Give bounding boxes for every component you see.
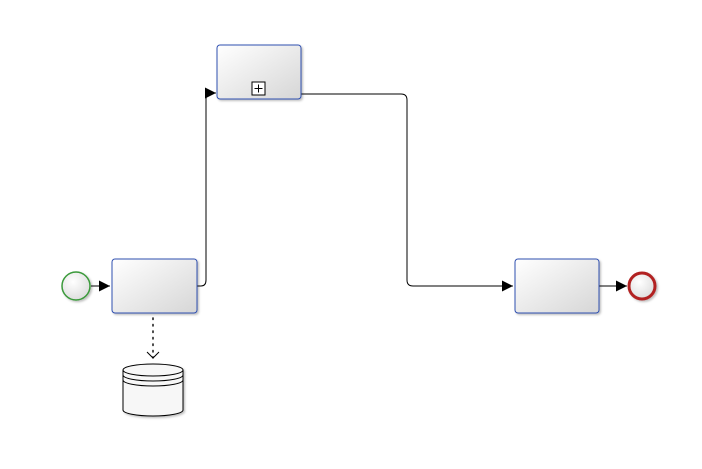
task-2[interactable]	[514, 258, 600, 314]
flow-task1-to-subprocess[interactable]	[197, 87, 216, 287]
end-event[interactable]	[627, 271, 657, 301]
start-event[interactable]	[61, 271, 91, 301]
plus-marker-icon[interactable]	[251, 81, 266, 96]
data-store[interactable]	[122, 363, 184, 417]
flow-subprocess-to-task2[interactable]	[301, 93, 513, 292]
task-1[interactable]	[111, 258, 198, 314]
data-association-arrowhead-icon	[146, 351, 160, 359]
subprocess-1[interactable]	[216, 44, 302, 100]
